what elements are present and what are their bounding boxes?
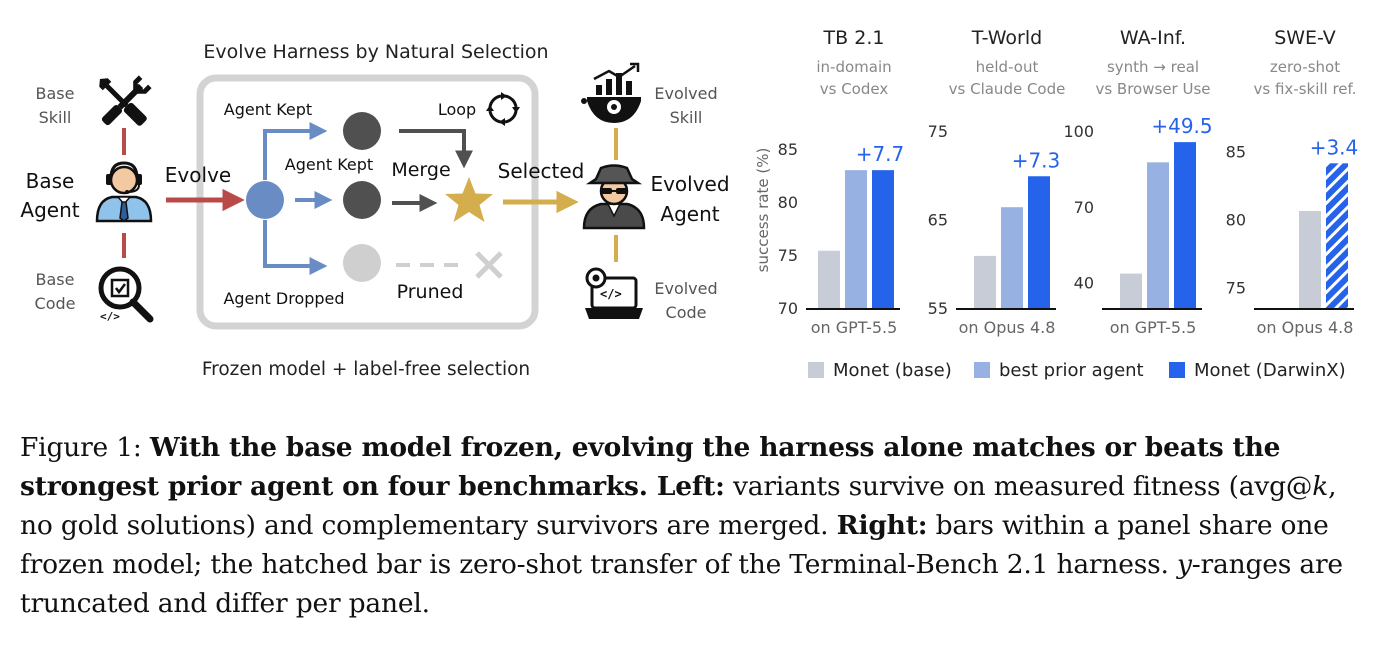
- agent-dropped-label: Agent Dropped: [223, 289, 344, 308]
- agent-kept-label-2: Agent Kept: [285, 155, 373, 174]
- chart-0-gain-label: +7.7: [856, 142, 905, 166]
- kept-node-2: [343, 181, 381, 219]
- chart-3-subtitle-2: vs fix-skill ref.: [1254, 80, 1357, 98]
- parent-node: [246, 181, 284, 219]
- pruned-label: Pruned: [397, 281, 464, 303]
- svg-text:</>: </>: [100, 310, 120, 323]
- legend-label-darwinx: Monet (DarwinX): [1194, 360, 1346, 381]
- chart-2-ytick-2: 100: [1063, 122, 1094, 141]
- caption-text-2: , no gold solutions) and complementary s…: [20, 471, 1337, 541]
- chart-2-xlabel: on GPT-5.5: [1110, 318, 1197, 337]
- headset-agent-icon: [95, 161, 153, 223]
- skill-chart-icon: [581, 62, 641, 123]
- chart-1-bar-0: [974, 255, 996, 309]
- branch-bottom: [263, 220, 328, 275]
- tools-icon: [99, 75, 152, 126]
- legend-swatch-darwinx: [1169, 362, 1185, 378]
- svg-text:</>: </>: [600, 287, 622, 301]
- merge-label: Merge: [391, 159, 450, 181]
- diagram-title: Evolve Harness by Natural Selection: [203, 41, 548, 63]
- legend-swatch-prior: [974, 362, 990, 378]
- chart-1-bar-2: [1028, 176, 1050, 309]
- branch-top: [263, 122, 328, 180]
- chart-3-ytick-2: 85: [1226, 142, 1246, 161]
- chart-2-bar-2: [1174, 142, 1196, 309]
- chart-0-title: TB 2.1: [823, 27, 885, 49]
- chart-2-bar-0: [1120, 273, 1142, 309]
- chart-1-ytick-1: 65: [928, 211, 948, 230]
- chart-0-subtitle-2: vs Codex: [820, 80, 889, 98]
- chart-0-xlabel: on GPT-5.5: [811, 318, 898, 337]
- chart-3-title: SWE-V: [1274, 27, 1336, 49]
- chart-1-bar-1: [1001, 207, 1023, 309]
- legend-label-prior: best prior agent: [999, 360, 1144, 381]
- caption-k: k: [1312, 471, 1329, 502]
- chart-3-ytick-0: 75: [1226, 279, 1246, 298]
- chart-0-bar-0: [818, 250, 840, 309]
- chart-2-title: WA-Inf.: [1120, 27, 1186, 49]
- caption-text-1: variants survive on measured fitness (av…: [724, 471, 1313, 502]
- chart-2-gain-label: +49.5: [1151, 114, 1212, 138]
- legend-swatch-base: [808, 362, 824, 378]
- chart-1-xlabel: on Opus 4.8: [959, 318, 1056, 337]
- chart-2-ytick-0: 40: [1074, 274, 1094, 293]
- code-search-icon: </>: [98, 266, 154, 323]
- chart-0-ytick-2: 80: [778, 193, 798, 212]
- chart-1-subtitle-2: vs Claude Code: [949, 80, 1066, 98]
- caption-text-3: bars within a panel share one frozen mod…: [20, 510, 1329, 580]
- chart-2-subtitle-2: vs Browser Use: [1095, 80, 1210, 98]
- dropped-node: [343, 244, 381, 282]
- chart-0-subtitle-1: in-domain: [816, 58, 891, 76]
- chart-3-gain-label: +3.4: [1310, 135, 1359, 159]
- caption-y: y: [1177, 549, 1192, 580]
- caption-bold-right: Right:: [836, 510, 928, 541]
- loop-icon: [486, 92, 520, 126]
- chart-3-subtitle-1: zero-shot: [1270, 58, 1340, 76]
- chart-1-subtitle-1: held-out: [976, 58, 1039, 76]
- caption-text-4: -ranges are truncated and differ per pan…: [20, 549, 1343, 619]
- chart-3-bar-0: [1299, 210, 1321, 309]
- x-icon: [475, 251, 503, 279]
- legend-label-base: Monet (base): [833, 360, 952, 381]
- selected-label: Selected: [498, 159, 585, 183]
- diagram-subtitle: Frozen model + label-free selection: [202, 359, 530, 380]
- spy-agent-icon: [582, 164, 646, 230]
- chart-0-bar-2: [872, 170, 894, 309]
- chart-2-subtitle-1: synth → real: [1107, 58, 1199, 76]
- chart-1-ytick-0: 55: [928, 299, 948, 318]
- chart-0-ytick-3: 85: [778, 140, 798, 159]
- left-diagram: Evolve Harness by Natural Selection Froz…: [20, 41, 729, 380]
- chart-0-bar-1: [845, 170, 867, 309]
- loop-label: Loop: [438, 100, 476, 119]
- chart-1-title: T-World: [971, 27, 1042, 49]
- chart-3-xlabel: on Opus 4.8: [1257, 318, 1354, 337]
- legend: Monet (base) best prior agent Monet (Dar…: [808, 360, 1346, 381]
- agent-kept-label-1: Agent Kept: [224, 100, 312, 119]
- laptop-code-icon: </>: [585, 267, 643, 319]
- chart-0-ytick-1: 75: [778, 246, 798, 265]
- kept-node-1: [343, 112, 381, 150]
- chart-1-gain-label: +7.3: [1012, 148, 1061, 172]
- star-icon: [445, 177, 493, 222]
- chart-3-ytick-1: 80: [1226, 211, 1246, 230]
- figure-1: Evolve Harness by Natural Selection Froz…: [20, 27, 1358, 381]
- caption-prefix: Figure 1:: [20, 432, 150, 463]
- evolve-label: Evolve: [165, 163, 231, 187]
- chart-2-bar-1: [1147, 162, 1169, 309]
- caption-bold-lead: With the base model frozen, evolving the…: [20, 432, 1281, 502]
- chart-2-ytick-1: 70: [1074, 198, 1094, 217]
- chart-0-ylabel: success rate (%): [754, 148, 772, 273]
- chart-0-ytick-0: 70: [778, 299, 798, 318]
- bar-charts: TB 2.1 in-domain vs Codex 70 75 80 85 +7.7 on GP…: [754, 27, 1358, 337]
- chart-3-bar-1: [1326, 163, 1348, 309]
- loop-arrow: [399, 129, 473, 169]
- figure-caption: Figure 1: With the base model frozen, ev…: [20, 428, 1376, 623]
- chart-1-ytick-2: 75: [928, 122, 948, 141]
